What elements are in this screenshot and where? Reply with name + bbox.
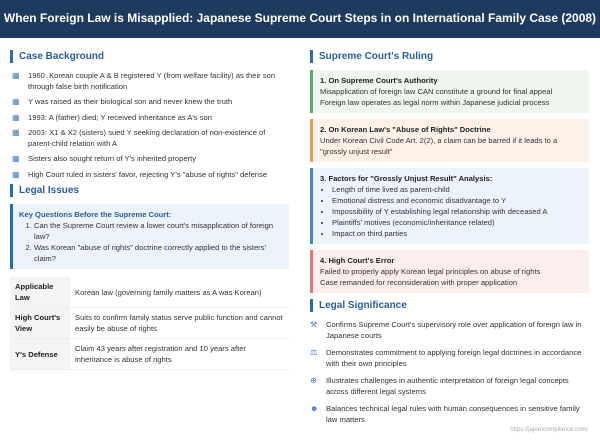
factor-item: Emotional distress and economic disadvan… bbox=[332, 195, 582, 206]
question-item: Can the Supreme Court review a lower cou… bbox=[34, 220, 283, 242]
ruling-heading: Supreme Court's Ruling bbox=[310, 50, 589, 63]
factor-item: Length of time lived as parent-child bbox=[332, 184, 582, 195]
legal-issues-heading: Legal Issues bbox=[10, 184, 289, 198]
list-item: ▦Sisters also sought return of Y's inher… bbox=[12, 154, 197, 164]
background-list: ▦1960: Korean couple A & B registered Y … bbox=[10, 70, 289, 180]
ruling-authority-box: 1. On Supreme Court's Authority Misappli… bbox=[310, 70, 589, 113]
list-item: ▦2003: X1 & X2 (sisters) sued Y seeking … bbox=[12, 128, 266, 149]
footer-url: https://japancompliance.com/ bbox=[510, 427, 588, 434]
calendar-icon: ▦ bbox=[12, 128, 20, 138]
calendar-icon: ▦ bbox=[12, 97, 20, 106]
scale-icon: ⚖ bbox=[310, 348, 318, 357]
ruling-doctrine-box: 2. On Korean Law's "Abuse of Rights" Doc… bbox=[310, 119, 589, 162]
factor-item: Impossibility of Y establishing legal re… bbox=[332, 206, 582, 217]
gavel-icon: ⚒ bbox=[310, 320, 318, 329]
calendar-icon: ▦ bbox=[12, 169, 20, 179]
page-title: When Foreign Law is Misapplied: Japanese… bbox=[0, 0, 600, 38]
list-item: ▦1960: Korean couple A & B registered Y … bbox=[12, 71, 276, 91]
significance-heading: Legal Significance bbox=[310, 299, 589, 312]
users-icon: ☻ bbox=[310, 404, 319, 413]
calendar-icon: ▦ bbox=[12, 71, 20, 80]
calendar-icon: ▦ bbox=[12, 154, 20, 164]
ruling-factors-box: 3. Factors for "Grossly Unjust Result" A… bbox=[310, 168, 589, 244]
calendar-icon: ▦ bbox=[12, 112, 20, 122]
question-item: Was Korean "abuse of rights" doctrine co… bbox=[34, 242, 283, 264]
list-item: ▦Y was raised as their biological son an… bbox=[12, 97, 233, 106]
list-item: ⊕Illustrates challenges in authentic int… bbox=[310, 376, 569, 396]
right-column: Supreme Court's Ruling 1. On Supreme Cou… bbox=[310, 46, 589, 431]
globe-icon: ⊕ bbox=[310, 376, 317, 385]
list-item: ⚖Demonstrates commitment to applying for… bbox=[310, 348, 582, 368]
key-questions-box: Key Questions Before the Supreme Court: … bbox=[10, 204, 289, 270]
list-item: ☻Balances technical legal rules with hum… bbox=[310, 404, 580, 424]
list-item: ▦1993: A (father) died; Y received inher… bbox=[12, 112, 212, 122]
ruling-error-box: 4. High Court's Error Failed to properly… bbox=[310, 250, 589, 293]
factor-item: Plaintiffs' motives (economic/inheritanc… bbox=[332, 217, 582, 228]
factor-item: Impact on third parties bbox=[332, 228, 582, 239]
list-item: ▦High Court ruled in sisters' favor, rej… bbox=[12, 169, 268, 179]
case-background-heading: Case Background bbox=[10, 50, 289, 63]
left-column: Case Background ▦1960: Korean couple A &… bbox=[10, 46, 289, 374]
list-item: ⚒Confirms Supreme Court's supervisory ro… bbox=[310, 320, 582, 340]
